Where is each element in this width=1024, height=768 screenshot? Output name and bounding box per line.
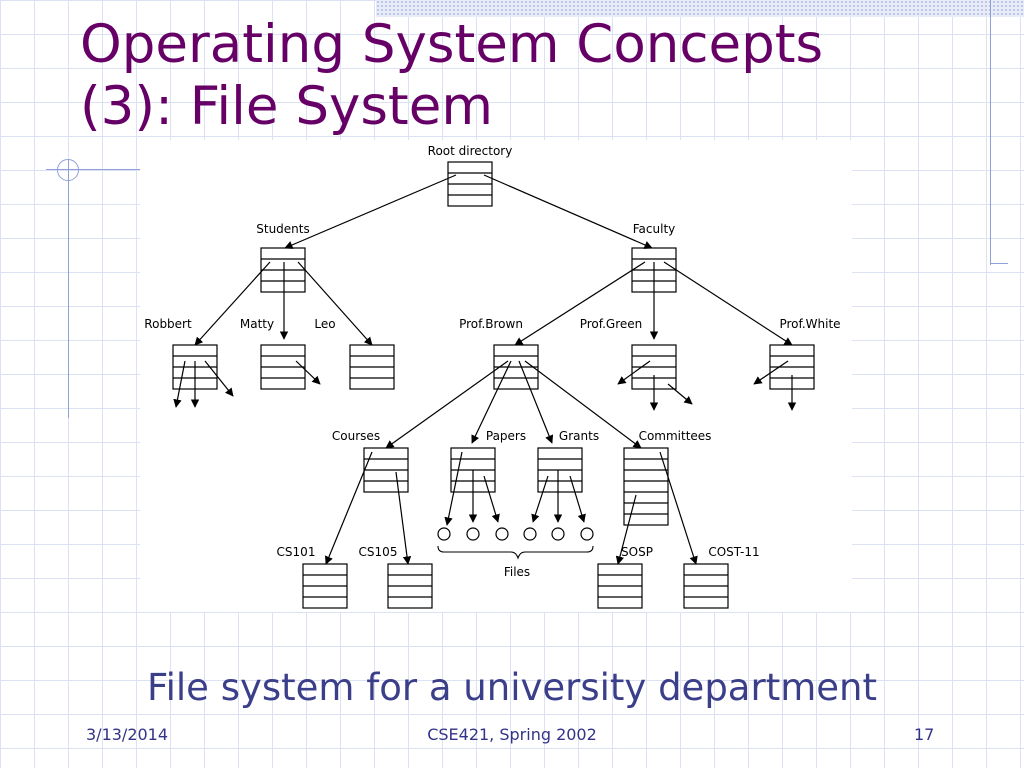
label-leo: Leo [314,317,335,331]
right-decorative-rule [990,0,991,265]
footer-page-number: 17 [914,725,935,744]
label-cs101: CS101 [277,545,316,559]
label-papers: Papers [486,429,526,443]
file-circle [523,527,537,541]
file-circle [466,527,480,541]
dir-cs105 [387,563,433,609]
label-sosp: SOSP [621,545,653,559]
file-circle [495,527,509,541]
file-circle [580,527,594,541]
footer-course: CSE421, Spring 2002 [427,725,597,744]
file-circle [437,527,451,541]
label-cs105: CS105 [359,545,398,559]
label-grants: Grants [559,429,599,443]
tree-edges [173,174,797,565]
label-robbert: Robbert [144,317,192,331]
slide-title-line1: Operating System Concepts [80,14,824,75]
label-committees: Committees [639,429,712,443]
dir-courses [363,447,409,493]
slide-title-line2: (3): File System [80,76,493,137]
label-prof-green: Prof.Green [580,317,643,331]
label-prof-white: Prof.White [779,317,840,331]
top-decorative-band [376,0,1024,17]
file-circles [437,527,594,541]
dir-committees [623,447,669,526]
dir-leo [349,344,395,390]
slide-caption: File system for a university department [147,666,877,709]
footer-date: 3/13/2014 [86,725,169,744]
right-decorative-tick [990,263,1008,264]
files-brace [437,545,594,560]
label-prof-brown: Prof.Brown [459,317,523,331]
label-files: Files [504,565,530,579]
dir-sosp [597,563,643,609]
dir-cost11 [683,563,729,609]
left-decorative-rule [68,160,69,418]
file-system-diagram: Root directory Students Faculty Robbert … [140,140,852,612]
slide-title: Operating System Concepts (3): File Syst… [80,14,880,138]
left-decorative-circle [57,159,79,181]
label-students: Students [256,222,310,236]
label-courses: Courses [332,429,380,443]
dir-root [447,161,493,207]
label-faculty: Faculty [633,222,676,236]
dir-students [260,247,306,293]
left-decorative-hrule [46,169,146,170]
dir-cs101 [302,563,348,609]
dir-matty [260,344,306,390]
file-circle [551,527,565,541]
label-root: Root directory [428,144,513,158]
directory-tree-svg: Root directory Students Faculty Robbert … [144,144,841,609]
label-matty: Matty [240,317,274,331]
label-cost11: COST-11 [708,545,759,559]
